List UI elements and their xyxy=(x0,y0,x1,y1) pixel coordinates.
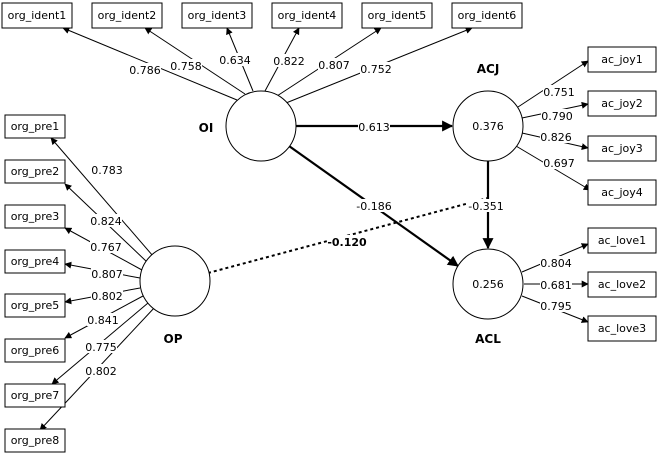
indicator-org-ident4-label: org_ident4 xyxy=(278,9,337,22)
indicator-ac-love1: ac_love1 xyxy=(587,227,657,254)
indicator-org-ident1: org_ident1 xyxy=(1,2,73,29)
latent-acj-circle xyxy=(452,90,524,162)
loading-ac-joy2: 0.790 xyxy=(541,110,573,123)
indicator-org-ident3: org_ident3 xyxy=(181,2,253,29)
loading-org-ident4: 0.822 xyxy=(273,55,305,68)
loading-org-pre1: 0.783 xyxy=(91,164,123,177)
loading-org-pre8: 0.802 xyxy=(85,365,117,378)
indicator-ac-joy3-label: ac_joy3 xyxy=(601,142,643,155)
loading-org-pre6: 0.841 xyxy=(87,314,119,327)
loading-ac-love3: 0.795 xyxy=(540,300,572,313)
indicator-org-pre5: org_pre5 xyxy=(4,293,66,318)
loading-org-pre3: 0.767 xyxy=(90,241,122,254)
acl-r2: 0.256 xyxy=(472,278,504,291)
indicator-org-ident2-label: org_ident2 xyxy=(98,9,157,22)
loading-ac-joy3: 0.826 xyxy=(540,131,572,144)
indicator-org-ident5: org_ident5 xyxy=(361,2,433,29)
indicator-org-ident6: org_ident6 xyxy=(451,2,523,29)
arrow-acj-ac-joy1 xyxy=(517,60,589,108)
loading-org-ident5: 0.807 xyxy=(318,59,350,72)
indicator-ac-joy4-label: ac_joy4 xyxy=(601,186,643,199)
latent-op-label: OP xyxy=(164,332,183,346)
indicator-org-pre3-label: org_pre3 xyxy=(11,210,60,223)
loading-org-ident3: 0.634 xyxy=(219,54,251,67)
loading-org-pre4: 0.807 xyxy=(91,268,123,281)
indicator-org-pre2-label: org_pre2 xyxy=(11,165,60,178)
indicator-org-pre5-label: org_pre5 xyxy=(11,299,60,312)
indicator-org-ident4: org_ident4 xyxy=(271,2,343,29)
loading-org-ident6: 0.752 xyxy=(360,63,392,76)
path-oi-acj-coef: 0.613 xyxy=(358,121,390,134)
latent-acl-label: ACL xyxy=(475,332,501,346)
loading-ac-joy4: 0.697 xyxy=(543,157,575,170)
acj-r2: 0.376 xyxy=(472,120,504,133)
indicator-org-ident5-label: org_ident5 xyxy=(368,9,427,22)
path-op-acj-coef: -0.120 xyxy=(327,236,367,249)
latent-oi-circle xyxy=(225,90,297,162)
indicator-org-pre1: org_pre1 xyxy=(4,114,66,139)
arrow-op-org-pre1 xyxy=(50,137,154,257)
indicator-org-pre6: org_pre6 xyxy=(4,338,66,363)
indicator-org-ident3-label: org_ident3 xyxy=(188,9,247,22)
path-oi-acl-coef: -0.186 xyxy=(356,200,391,213)
loading-org-ident2: 0.758 xyxy=(170,60,202,73)
latent-oi-label: OI xyxy=(199,121,214,135)
indicator-ac-joy2-label: ac_joy2 xyxy=(601,97,643,110)
indicator-ac-love1-label: ac_love1 xyxy=(598,234,646,247)
indicator-ac-joy4: ac_joy4 xyxy=(587,179,657,206)
indicator-ac-love3: ac_love3 xyxy=(587,315,657,342)
indicator-org-pre6-label: org_pre6 xyxy=(11,344,60,357)
indicator-org-ident1-label: org_ident1 xyxy=(8,9,67,22)
loading-org-ident1: 0.786 xyxy=(129,64,161,77)
indicator-org-pre7: org_pre7 xyxy=(4,383,66,408)
latent-acl-circle xyxy=(452,248,524,320)
latent-op-circle xyxy=(139,245,211,317)
loading-org-pre7: 0.775 xyxy=(85,341,117,354)
indicator-org-ident2: org_ident2 xyxy=(91,2,163,29)
loading-ac-joy1: 0.751 xyxy=(543,86,575,99)
loading-ac-love1: 0.804 xyxy=(540,257,572,270)
latent-acj-label: ACJ xyxy=(477,62,500,76)
indicator-org-pre7-label: org_pre7 xyxy=(11,389,60,402)
indicator-org-pre1-label: org_pre1 xyxy=(11,120,60,133)
indicator-ac-love2-label: ac_love2 xyxy=(598,278,646,291)
indicator-org-pre8: org_pre8 xyxy=(4,428,66,453)
loading-org-pre5: 0.802 xyxy=(91,290,123,303)
loading-ac-love2: 0.681 xyxy=(540,279,572,292)
indicator-org-pre8-label: org_pre8 xyxy=(11,434,60,447)
indicator-org-ident6-label: org_ident6 xyxy=(458,9,517,22)
indicator-ac-love2: ac_love2 xyxy=(587,271,657,298)
indicator-org-pre2: org_pre2 xyxy=(4,159,66,184)
indicator-org-pre3: org_pre3 xyxy=(4,204,66,229)
indicator-org-pre4-label: org_pre4 xyxy=(11,255,60,268)
indicator-ac-love3-label: ac_love3 xyxy=(598,322,646,335)
path-acj-acl-coef: -0.351 xyxy=(468,200,503,213)
loading-org-pre2: 0.824 xyxy=(90,215,122,228)
indicator-ac-joy1-label: ac_joy1 xyxy=(601,53,643,66)
indicator-ac-joy2: ac_joy2 xyxy=(587,90,657,117)
indicator-org-pre4: org_pre4 xyxy=(4,249,66,274)
indicator-ac-joy3: ac_joy3 xyxy=(587,135,657,162)
indicator-ac-joy1: ac_joy1 xyxy=(587,46,657,73)
